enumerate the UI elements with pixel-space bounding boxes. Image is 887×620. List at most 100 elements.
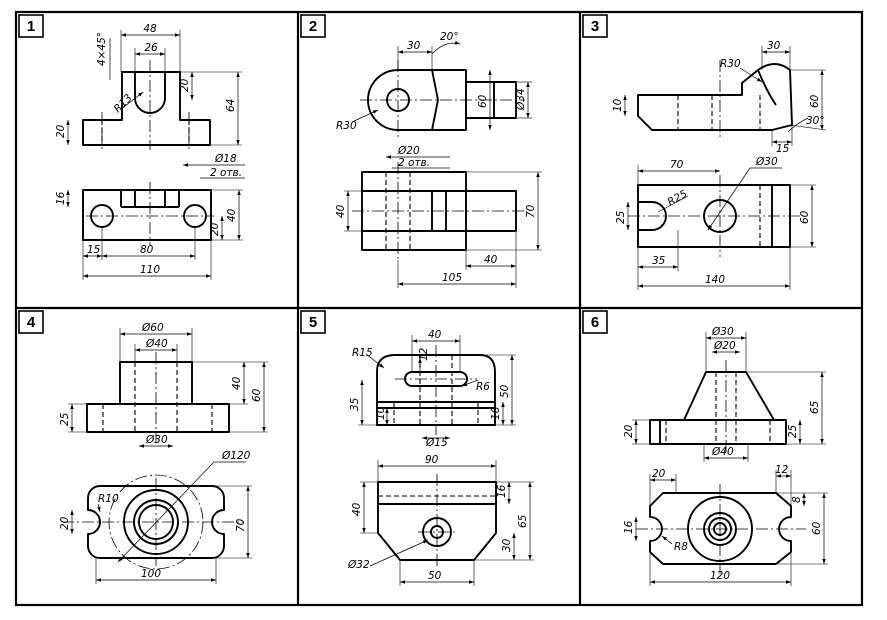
- dimension-label: 40: [428, 329, 442, 341]
- dimension-label: Ø34: [515, 88, 527, 111]
- top-view: [360, 60, 525, 140]
- dimensions: Ø60 Ø40 40 60 25 Ø30 Ø120 R10 20 70: [59, 322, 268, 584]
- dimension-label: 90: [425, 454, 439, 466]
- dimension-label: 60: [811, 521, 823, 535]
- panel-number-box: 6: [582, 310, 608, 334]
- panel-3: 3 30 R30 10 6: [582, 14, 827, 290]
- front-view: [352, 162, 525, 260]
- panel-number: 6: [591, 314, 599, 331]
- dimension-label: 20°: [440, 31, 459, 43]
- dimension-label: 60: [477, 94, 489, 108]
- dimension-label: 48: [143, 23, 157, 35]
- dimension-label: 60: [251, 388, 263, 402]
- front-view: [86, 352, 230, 442]
- top-view: [62, 474, 244, 570]
- dimension-label: 40: [226, 208, 238, 222]
- dimensions: 30 R30 10 60 30° 15 70 Ø30 R25 25 6: [612, 40, 827, 290]
- dimension-label: 15: [87, 244, 101, 256]
- front-view: [649, 360, 787, 454]
- panel-number: 5: [309, 314, 317, 331]
- dimension-label: 50: [428, 570, 442, 582]
- dimension-label: 2 отв.: [210, 167, 242, 179]
- dimension-label: 60: [809, 94, 821, 108]
- dimension-label: 15: [776, 143, 790, 155]
- dimension-label: 10: [612, 98, 624, 112]
- dimension-label: 20: [623, 424, 635, 438]
- panel-2: 2 30 20°: [300, 14, 542, 288]
- top-view: [377, 474, 497, 568]
- panel-number-box: 1: [18, 14, 44, 38]
- top-view: [636, 484, 806, 574]
- dimension-label: 40: [231, 376, 243, 390]
- dimension-label: 30°: [806, 115, 825, 127]
- front-view: [82, 60, 211, 152]
- dimension-label: 120: [710, 570, 730, 582]
- top-view: [628, 175, 800, 257]
- dimension-label: 40: [351, 502, 363, 516]
- dimension-label: 25: [787, 424, 799, 438]
- panel-4: 4 Ø60 Ø40 40: [18, 310, 268, 584]
- dimensions: 30 20° R30 60 Ø34 Ø20 2 отв. 40 70 40: [335, 31, 542, 288]
- dimension-label: Ø30: [755, 156, 778, 168]
- dimension-label: 30: [407, 40, 421, 52]
- panel-number: 1: [27, 18, 35, 35]
- dimension-label: Ø60: [141, 322, 164, 334]
- dimension-label: 40: [335, 204, 347, 218]
- panel-number: 3: [591, 18, 599, 35]
- dimension-label: Ø30: [145, 434, 168, 446]
- dimension-label: 35: [349, 397, 361, 411]
- dimension-label: R30: [720, 58, 741, 70]
- dimension-label: 20: [652, 468, 666, 480]
- dimension-label: 26: [144, 42, 158, 54]
- dimension-label: 16: [55, 191, 67, 205]
- panel-number: 4: [27, 314, 36, 331]
- top-view: [82, 182, 214, 246]
- dimension-label: Ø32: [347, 559, 370, 571]
- dimension-label: 50: [499, 384, 511, 398]
- dimension-label: 10: [375, 406, 387, 420]
- dimension-label: 20: [179, 78, 191, 92]
- dimension-label: 70: [235, 518, 247, 532]
- dimension-label: 20: [55, 124, 67, 138]
- dimension-label: 16: [496, 484, 508, 498]
- dimension-label: 105: [442, 272, 462, 284]
- front-view: [637, 60, 793, 138]
- dimension-label: 140: [705, 274, 725, 286]
- dimension-label: 16: [623, 520, 635, 534]
- front-view: [376, 345, 496, 435]
- dimension-label: Ø20: [397, 145, 420, 157]
- panel-number-box: 2: [300, 14, 326, 38]
- dimension-label: 12: [775, 464, 789, 476]
- dimension-label: 64: [225, 99, 237, 112]
- panel-6: 6 Ø30 Ø20 65: [582, 310, 828, 586]
- panel-5: 5 40 R15: [300, 310, 534, 586]
- dimension-label: 70: [670, 159, 684, 171]
- dimension-label: 25: [615, 210, 627, 224]
- dimension-label: Ø120: [221, 450, 251, 462]
- dimension-label: 25: [59, 412, 71, 426]
- dimension-label: 35: [652, 255, 666, 267]
- dimension-label: 65: [809, 400, 821, 414]
- dimension-label: R8: [674, 541, 688, 553]
- dimension-label: 80: [140, 244, 154, 256]
- panel-1: 1 48 26: [18, 14, 245, 280]
- dimension-label: 60: [799, 210, 811, 224]
- dimension-label: 40: [484, 254, 498, 266]
- dimension-label: R6: [476, 381, 490, 393]
- dimension-label: 8: [791, 496, 803, 503]
- dimension-label: 2 отв.: [398, 157, 430, 169]
- outer-frame: [14, 10, 864, 607]
- dimension-label: Ø40: [145, 338, 168, 350]
- dimension-label: R15: [352, 347, 373, 359]
- dimension-label: R30: [336, 120, 357, 132]
- dimension-label: Ø15: [425, 437, 448, 449]
- dimension-label: 30: [501, 538, 513, 552]
- dimension-label: Ø18: [214, 153, 237, 165]
- dimension-label: R10: [98, 493, 119, 505]
- dimension-label: 65: [517, 514, 529, 528]
- panel-number: 2: [309, 18, 317, 35]
- dimension-label: 110: [140, 264, 160, 276]
- dimensions: Ø30 Ø20 65 20 25 Ø40 20 12 8 16 R8: [623, 326, 828, 586]
- dimension-label: 100: [141, 568, 161, 580]
